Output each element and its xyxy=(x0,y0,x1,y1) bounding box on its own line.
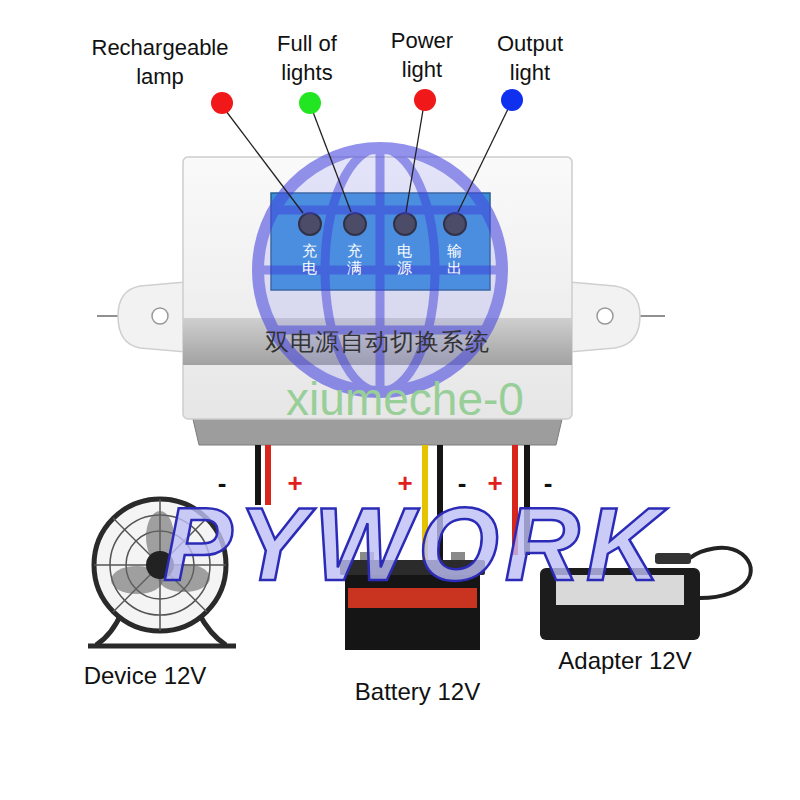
system-title: 双电源自动切换系统 xyxy=(183,318,572,365)
globe-ring xyxy=(258,148,502,392)
led-caption: 充满 xyxy=(347,243,362,276)
leader-line xyxy=(313,112,351,212)
leader-line xyxy=(406,110,423,212)
device-label: Battery 12V xyxy=(335,678,500,706)
globe-parallel xyxy=(258,266,502,275)
indicator-dot xyxy=(211,92,233,114)
led-caption: 电源 xyxy=(397,243,412,276)
indicator-dot xyxy=(414,89,436,111)
indicator-label: Output light xyxy=(478,30,582,87)
device-label: Device 12V xyxy=(60,662,230,690)
mount-ear xyxy=(118,282,186,352)
globe-parallel xyxy=(274,206,486,215)
device-label: Adapter 12V xyxy=(540,647,710,675)
globe-watermark xyxy=(258,148,502,392)
indicator-label: Power light xyxy=(372,27,472,84)
indicator-dot xyxy=(299,92,321,114)
mount-hole xyxy=(597,308,613,324)
led-caption: 充电 xyxy=(302,243,317,276)
leader-line xyxy=(226,111,303,213)
led-panel: 充电充满 电源 输出 xyxy=(271,193,490,290)
indicator-label: Full of lights xyxy=(262,30,352,87)
indicator-label: Rechargeable lamp xyxy=(75,34,245,91)
mount-ear xyxy=(569,282,640,352)
fan-base xyxy=(88,644,236,649)
indicator-dot xyxy=(501,89,523,111)
led-caption: 输出 xyxy=(447,243,462,276)
watermark-logo: PYWORK xyxy=(120,492,710,596)
leader-line xyxy=(458,109,508,212)
mount-hole xyxy=(152,308,168,324)
watermark-text: xiumeche-0 xyxy=(190,372,620,426)
